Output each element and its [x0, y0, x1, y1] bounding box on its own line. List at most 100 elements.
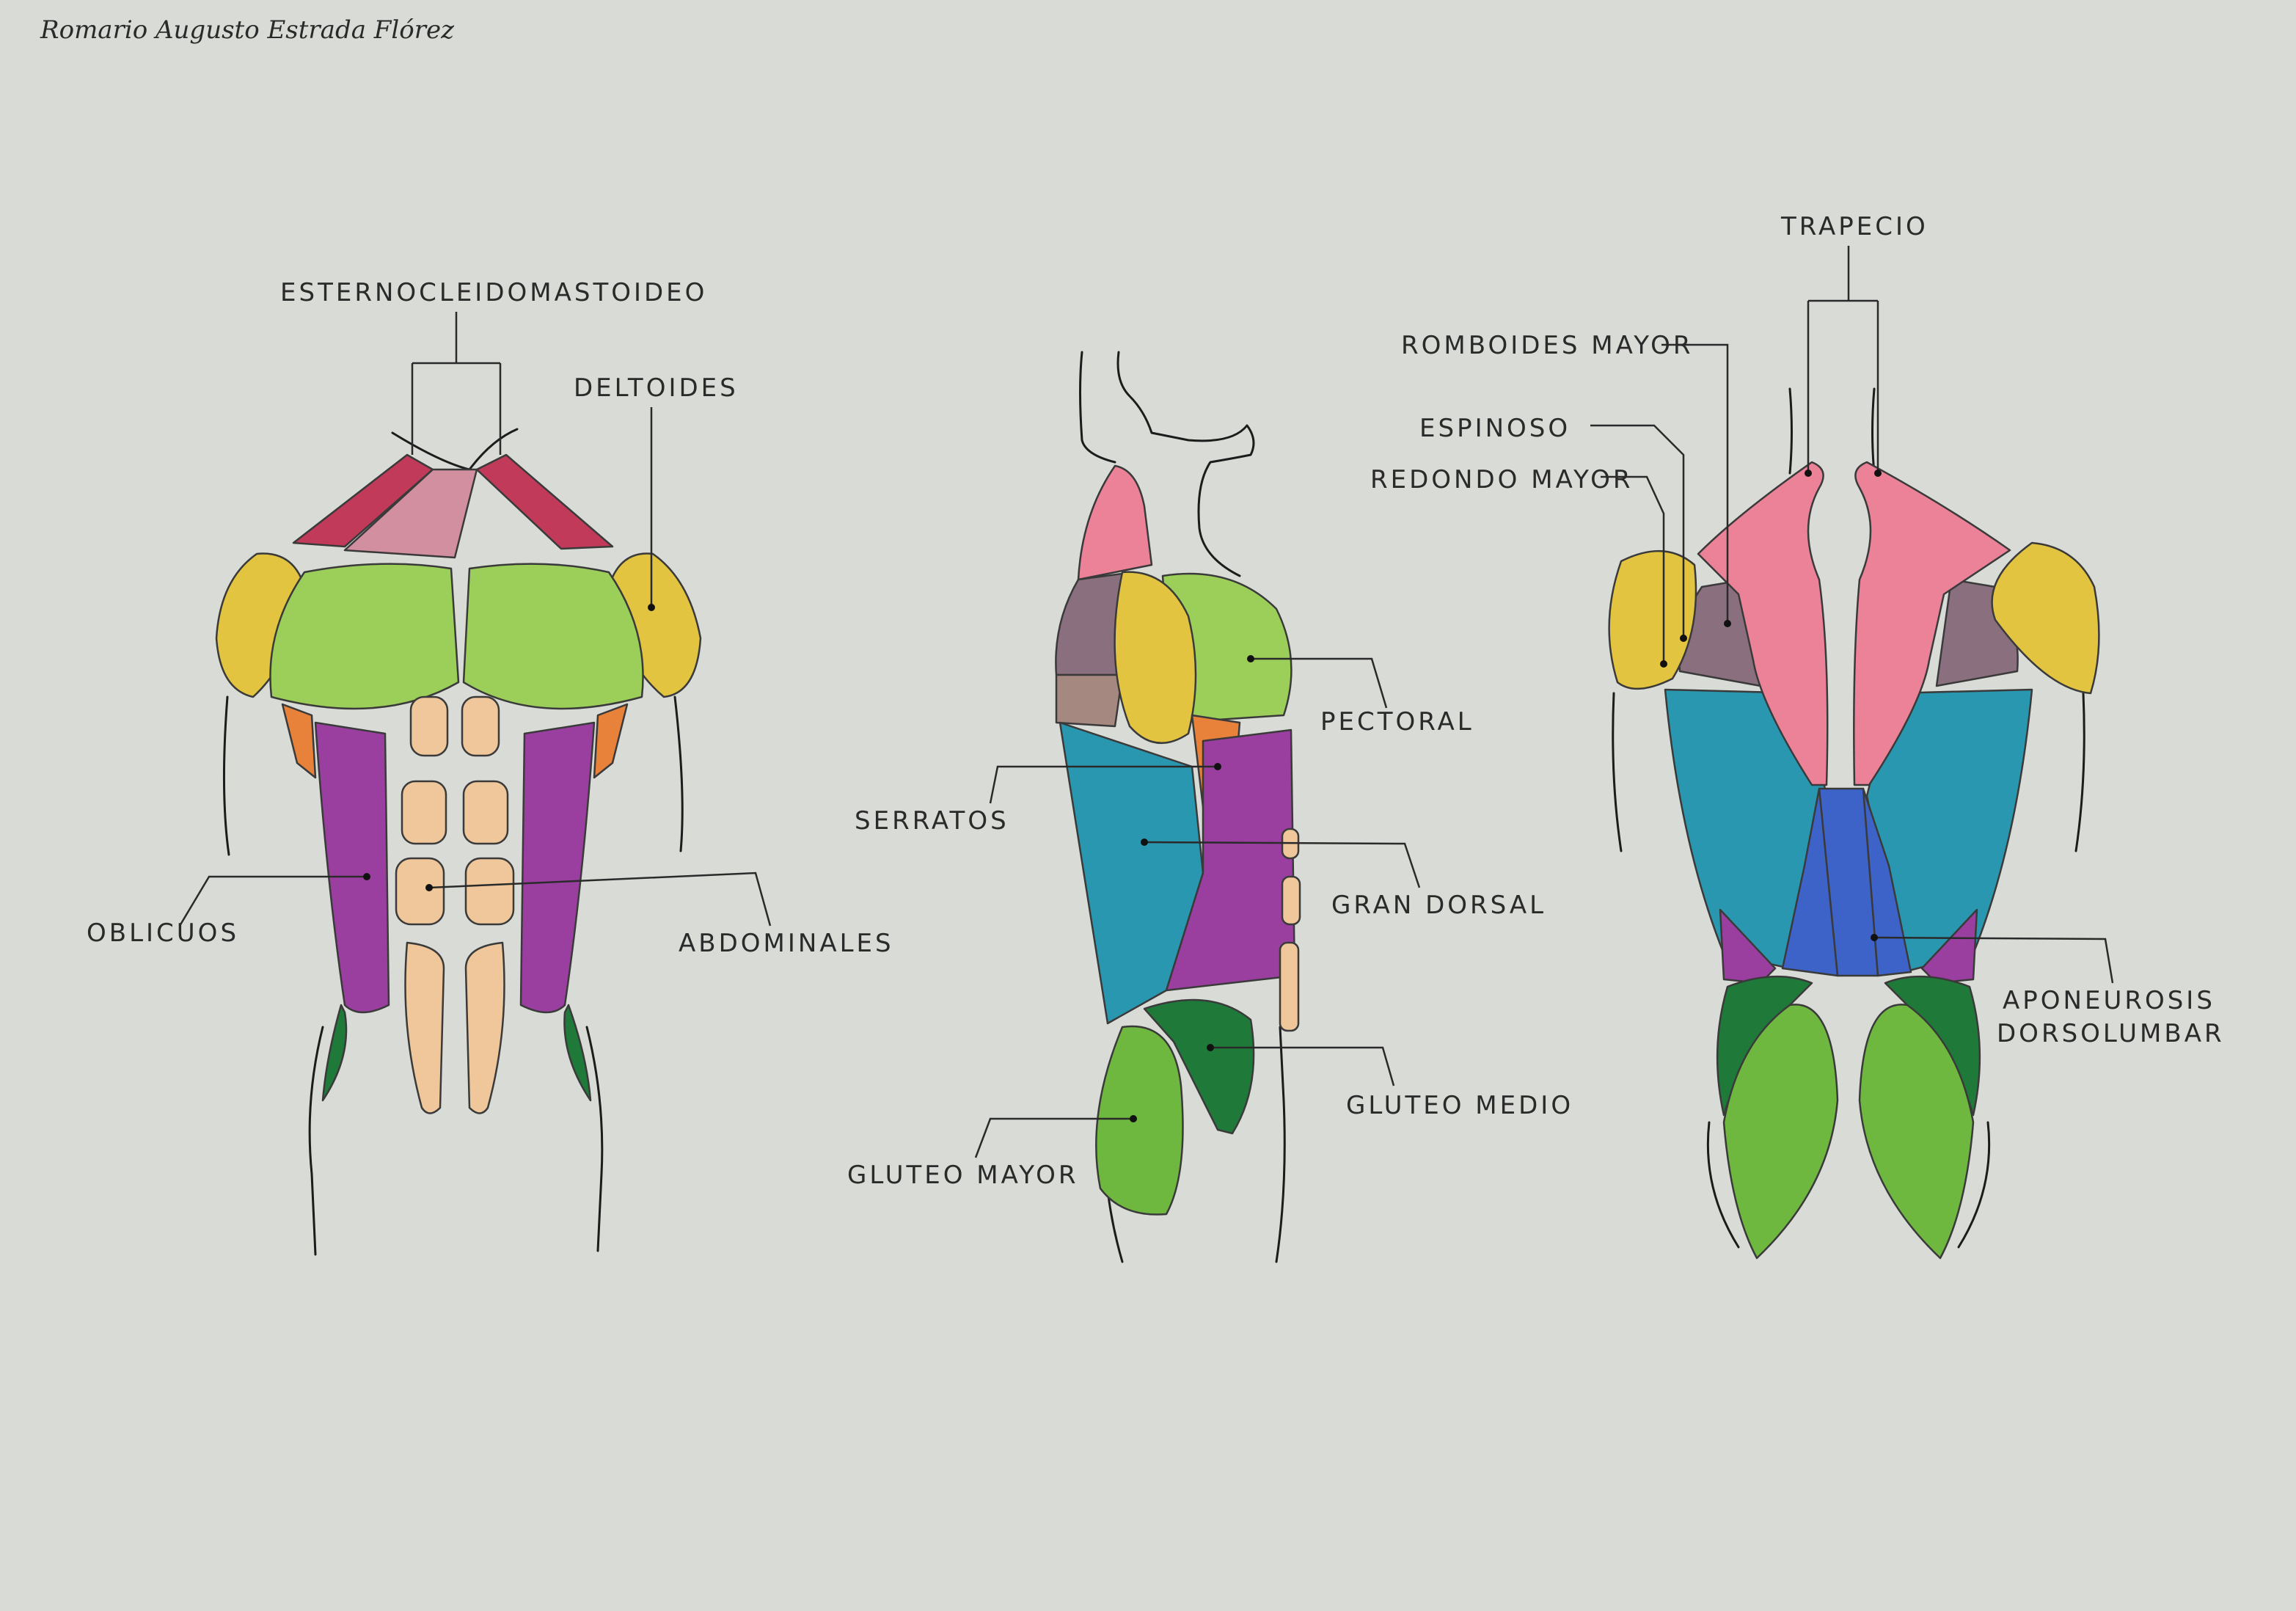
- front-left-hip-line: [308, 1026, 324, 1256]
- abdominal-block: [395, 857, 445, 926]
- dot-romboides-mayor: [1724, 620, 1731, 627]
- back-view: TRAPECIO ROMBOIDES MAYOR ESPINOSO REDOND…: [1370, 212, 2225, 1260]
- abdominal-block: [464, 857, 515, 926]
- side-teres: [1055, 673, 1124, 728]
- back-aponeurosis-left: [1781, 787, 1839, 977]
- side-gluteus-maximus: [1095, 1025, 1184, 1216]
- front-left-deltoid: [215, 552, 306, 698]
- front-left-sternocleidomastoid: [292, 453, 434, 548]
- side-front-leg-line: [1275, 1026, 1286, 1263]
- leader-abdominales: [428, 872, 772, 927]
- front-neck-center: [343, 468, 478, 559]
- front-left-pectoral: [269, 563, 460, 710]
- front-left-arm-line: [222, 695, 230, 856]
- front-right-pectoral: [462, 563, 644, 710]
- label-romboides-mayor: ROMBOIDES MAYOR: [1401, 331, 1694, 360]
- leader-trapecio: [1807, 246, 1879, 473]
- abdominal-block: [409, 695, 449, 757]
- leader-gluteo-mayor: [974, 1117, 1133, 1158]
- back-right-arm-line: [2074, 692, 2085, 852]
- leader-espinoso: [1590, 424, 1685, 638]
- label-gluteo-mayor: GLUTEO MAYOR: [847, 1161, 1079, 1190]
- back-left-gluteus-maximus: [1722, 1004, 1839, 1260]
- dot-redondo-mayor: [1660, 660, 1667, 668]
- front-right-oblique: [519, 721, 596, 1014]
- author-signature: Romario Augusto Estrada Flórez: [40, 15, 455, 45]
- dot-serratos: [1214, 763, 1221, 770]
- dot-oblicuos: [363, 873, 370, 880]
- front-abdominals: [395, 695, 515, 1114]
- dot-pectoral: [1247, 655, 1254, 662]
- abdominal-block: [401, 780, 447, 845]
- dot-trapecio-right: [1874, 470, 1882, 477]
- back-right-leg-line: [1957, 1121, 1991, 1249]
- dot-abdominales: [425, 884, 433, 891]
- label-gluteo-medio: GLUTEO MEDIO: [1346, 1091, 1573, 1120]
- back-left-deltoid: [1608, 549, 1697, 690]
- front-view: ESTERNOCLEIDOMASTOIDEO DELTOIDES OBLICUO…: [87, 278, 894, 1256]
- label-deltoides: DELTOIDES: [574, 373, 739, 403]
- leader-gran-dorsal: [1144, 841, 1421, 888]
- dot-gran-dorsal: [1141, 839, 1148, 846]
- side-face-neck: [1116, 351, 1255, 577]
- abdominal-block: [461, 695, 500, 757]
- side-back-of-head: [1079, 351, 1116, 464]
- side-gluteus-medius: [1143, 998, 1255, 1135]
- abdominal-block: [462, 780, 509, 845]
- back-right-deltoid: [1991, 541, 2100, 695]
- leader-pectoral: [1251, 657, 1388, 709]
- side-latissimus: [1059, 721, 1204, 1025]
- dot-deltoides: [648, 604, 655, 611]
- back-neck-right: [1871, 387, 1876, 475]
- abdominal-lower: [404, 941, 445, 1114]
- back-right-trapezius: [1853, 461, 2011, 786]
- front-right-serratus: [593, 703, 629, 779]
- front-neck-collar: [391, 428, 519, 471]
- label-serratos: SERRATOS: [855, 806, 1009, 836]
- leader-romboides-mayor: [1661, 343, 1729, 624]
- back-neck-left: [1788, 387, 1793, 475]
- dot-gluteo-medio: [1207, 1044, 1214, 1051]
- label-aponeurosis: APONEUROSIS: [2003, 986, 2215, 1015]
- front-left-lower-green: [321, 1004, 348, 1102]
- dot-aponeurosis: [1871, 934, 1878, 941]
- dot-gluteo-mayor: [1130, 1115, 1137, 1122]
- front-right-deltoid: [607, 552, 702, 698]
- leader-redondo-mayor: [1601, 475, 1665, 664]
- label-gran-dorsal: GRAN DORSAL: [1331, 891, 1546, 920]
- side-deltoid: [1114, 571, 1197, 745]
- dot-trapecio-left: [1805, 470, 1812, 477]
- front-right-hip-line: [585, 1026, 604, 1252]
- label-pectoral: PECTORAL: [1320, 707, 1474, 737]
- front-right-lower-green: [563, 1004, 592, 1102]
- abdominal-lower: [464, 941, 505, 1114]
- front-right-sternocleidomastoid: [475, 453, 614, 550]
- label-esternocleidomastoideo: ESTERNOCLEIDOMASTOIDEO: [280, 278, 707, 307]
- label-espinoso: ESPINOSO: [1419, 414, 1571, 443]
- side-oblique: [1165, 728, 1296, 992]
- leader-oblicuos: [178, 875, 367, 927]
- leader-aponeurosis: [1873, 936, 2114, 984]
- front-right-arm-line: [673, 695, 684, 852]
- label-dorsolumbar: DORSOLUMBAR: [1997, 1019, 2225, 1048]
- back-aponeurosis-right: [1862, 787, 1912, 977]
- label-trapecio: TRAPECIO: [1780, 212, 1928, 241]
- back-right-gluteus-maximus: [1858, 1004, 1975, 1260]
- front-left-serratus: [281, 703, 317, 779]
- front-left-oblique: [314, 721, 390, 1014]
- leader-esternocleidomastoideo: [411, 312, 502, 455]
- label-redondo-mayor: REDONDO MAYOR: [1370, 465, 1633, 494]
- back-left-leg-line: [1706, 1121, 1740, 1249]
- label-abdominales: ABDOMINALES: [679, 929, 894, 958]
- dot-espinoso: [1680, 635, 1687, 642]
- side-abdominals: [1279, 828, 1301, 1032]
- side-abdominal-block: [1279, 941, 1300, 1032]
- back-left-trapezius: [1697, 461, 1829, 786]
- leader-serratos: [989, 765, 1218, 804]
- leader-gluteo-medio: [1210, 1046, 1395, 1086]
- side-abdominal-block: [1281, 875, 1301, 926]
- back-left-arm-line: [1612, 692, 1623, 852]
- side-view: PECTORAL SERRATOS GRAN DORSAL GLUTEO MED…: [847, 351, 1573, 1263]
- label-oblicuos: OBLICUOS: [87, 918, 239, 948]
